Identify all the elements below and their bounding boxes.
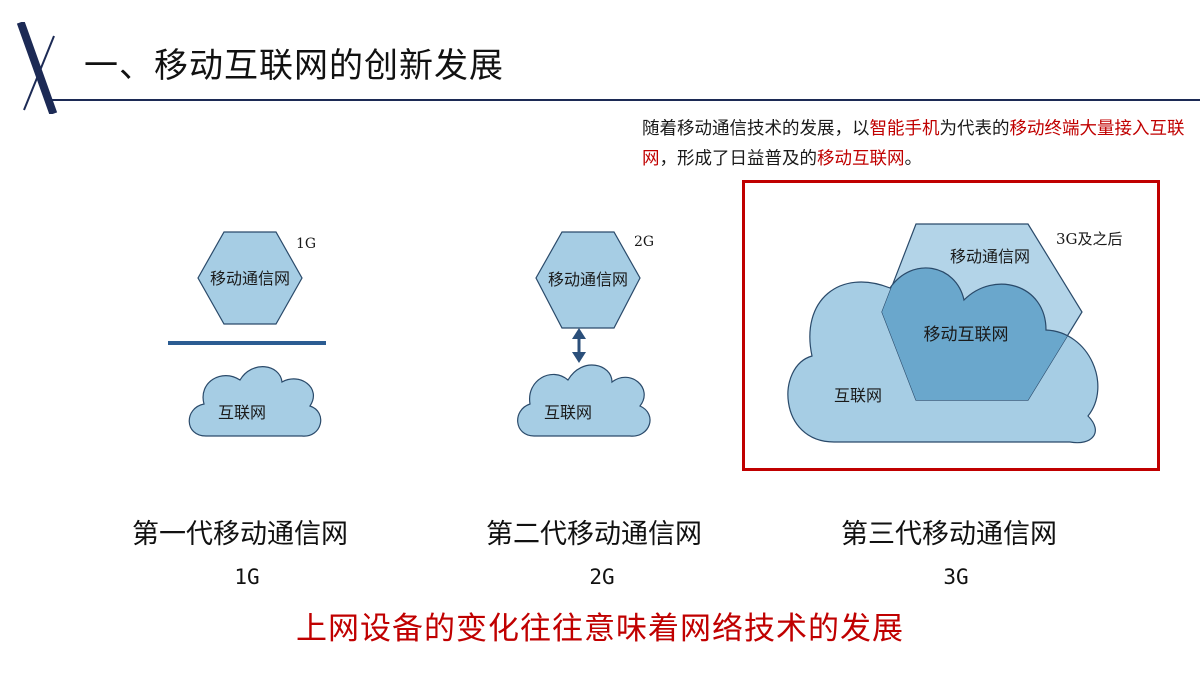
intro-highlight: 智能手机 xyxy=(869,119,940,139)
intro-highlight: 移动互联网 xyxy=(817,149,905,169)
mobile-network-hexagon xyxy=(197,231,303,325)
hexagon-label: 移动通信网 xyxy=(950,247,1030,266)
cloud-label: 互联网 xyxy=(834,386,882,405)
intro-highlight: 移动终端大量接入互联网 xyxy=(642,119,1185,169)
intro-paragraph: 随着移动通信技术的发展，以智能手机为代表的移动终端大量接入互联网，形成了日益普及… xyxy=(642,114,1187,174)
gen-name-3: 第三代移动通信网 xyxy=(841,519,1057,550)
cloud-label: 互联网 xyxy=(544,403,592,422)
logo-x-icon xyxy=(16,22,58,114)
intro-text: 。 xyxy=(904,149,923,169)
diagram-3g: 移动通信网 移动互联网 互联网 3G及之后 xyxy=(787,223,1123,444)
gen-name-1: 第一代移动通信网 xyxy=(132,519,348,550)
overlap-label: 移动互联网 xyxy=(924,325,1009,345)
gen-code-2: 2G xyxy=(589,565,615,589)
gen-code-1: 1G xyxy=(234,565,260,589)
internet-cloud xyxy=(188,366,322,437)
intro-text: ，形成了日益普及的 xyxy=(659,149,818,169)
separator-bar xyxy=(168,341,326,345)
gen-code-3: 3G xyxy=(943,565,969,589)
generation-tag: 3G及之后 xyxy=(1056,230,1123,248)
intro-text: 为代表的 xyxy=(939,119,1010,139)
hexagon-label: 移动通信网 xyxy=(548,270,628,289)
internet-cloud xyxy=(517,364,651,437)
intro-text: 随着移动通信技术的发展，以 xyxy=(642,119,870,139)
mobile-internet-overlap xyxy=(882,267,1082,400)
gen-name-2: 第二代移动通信网 xyxy=(486,519,702,550)
page-title: 一、移动互联网的创新发展 xyxy=(84,46,504,86)
cloud-label: 互联网 xyxy=(218,403,266,422)
generation-tag: 1G xyxy=(296,236,316,252)
conclusion-text: 上网设备的变化往往意味着网络技术的发展 xyxy=(296,611,904,647)
mobile-network-hexagon xyxy=(535,231,641,329)
diagram-1g: 移动通信网 1G 互联网 xyxy=(168,231,326,437)
hexagon-label: 移动通信网 xyxy=(210,269,290,288)
bidirectional-arrow xyxy=(572,328,586,363)
title-divider xyxy=(52,99,1200,101)
generation-tag: 2G xyxy=(634,234,654,250)
diagram-2g: 移动通信网 2G 互联网 xyxy=(517,231,654,437)
